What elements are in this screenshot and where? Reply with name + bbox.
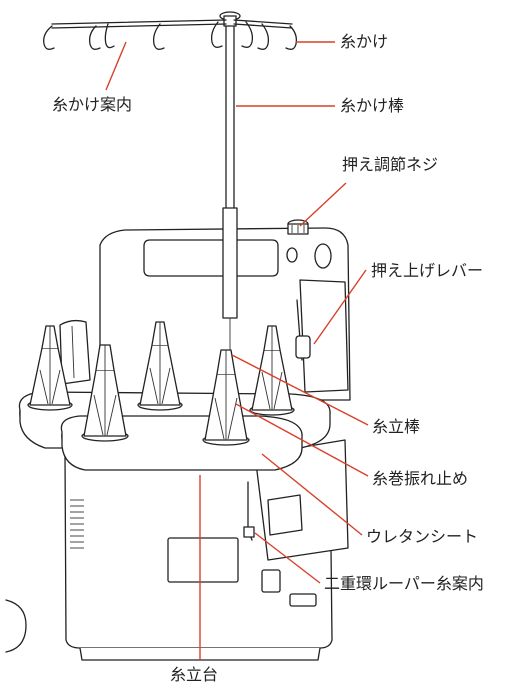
spool-3: [249, 325, 295, 416]
edge-arc: [5, 599, 27, 653]
label-pressure-adjust-screw: 押え調節ネジ: [342, 155, 439, 174]
spools: [27, 321, 295, 446]
label-thread-guide: 糸かけ: [340, 32, 389, 51]
label-thread-guide-guide: 糸かけ案内: [52, 95, 133, 114]
thread-stand: [43, 11, 298, 350]
label-double-ring-looper-guide: 二重環ルーパー糸案内: [324, 574, 484, 593]
spool-5: [202, 349, 250, 446]
spool-2: [137, 321, 183, 411]
spool-4: [81, 344, 129, 442]
label-thread-guide-rod: 糸かけ棒: [340, 96, 405, 115]
label-presser-lift-lever: 押え上げレバー: [371, 261, 484, 280]
label-spool-stand: 糸立台: [170, 665, 219, 684]
label-spool-pin: 糸立棒: [372, 417, 421, 436]
label-spool-anti-wobble: 糸巻振れ止め: [372, 469, 469, 488]
thread-hooks: [43, 21, 298, 50]
spool-1: [27, 325, 73, 411]
label-urethane-sheet: ウレタンシート: [366, 527, 479, 546]
leader-lines: [105, 41, 369, 660]
